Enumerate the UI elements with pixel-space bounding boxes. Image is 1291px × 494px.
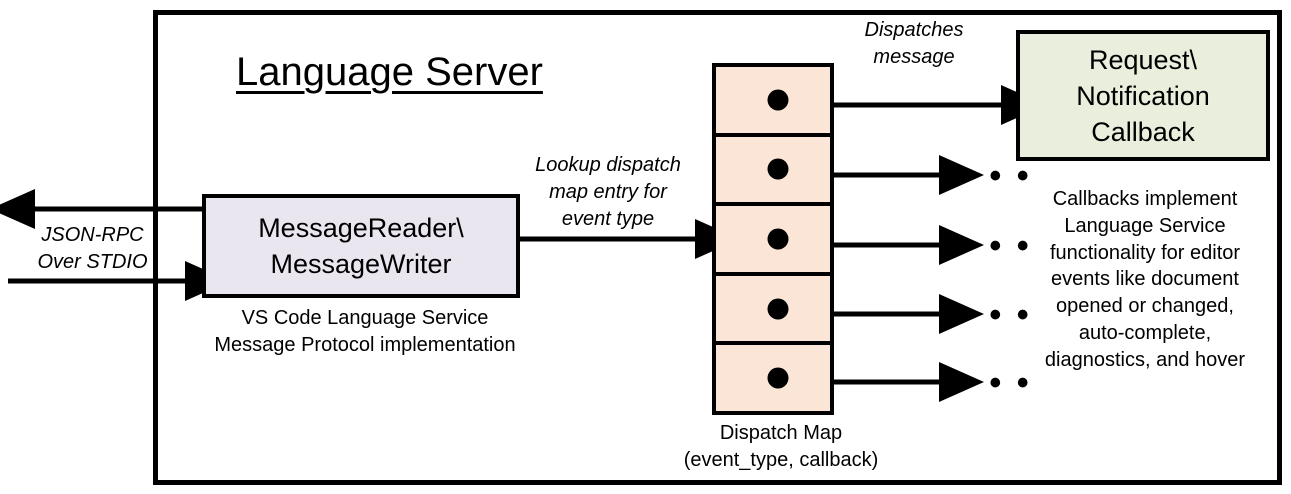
callback-dot-icon: [767, 89, 789, 111]
callback-dot-icon: [767, 367, 789, 389]
callback-dot-icon: [767, 298, 789, 320]
dispatch-map-table[interactable]: [712, 63, 834, 415]
page-title: Language Server: [236, 50, 543, 94]
dispatch-map-row[interactable]: [716, 345, 830, 411]
language-server-frame: [153, 10, 1282, 485]
edge-label-lookup: Lookup dispatch map entry for event type: [535, 154, 681, 230]
message-reader-writer-node[interactable]: MessageReader\ MessageWriter: [202, 194, 520, 298]
dispatch-map-caption: Dispatch Map (event_type, callback): [683, 422, 879, 471]
callback-dot-icon: [767, 158, 789, 180]
request-notification-callback-node[interactable]: Request\ Notification Callback: [1016, 30, 1270, 161]
more-targets-ellipsis: • • •: [962, 157, 1032, 195]
edge-label-jsonrpc: JSON-RPC Over STDIO: [37, 224, 148, 273]
more-targets-ellipsis: • • •: [962, 364, 1032, 402]
message-reader-writer-caption: VS Code Language Service Message Protoco…: [214, 307, 516, 356]
edge-label-dispatches: Dispatches message: [864, 19, 964, 68]
message-reader-writer-label: MessageReader\ MessageWriter: [258, 213, 464, 279]
dispatch-map-row[interactable]: [716, 137, 830, 207]
dispatch-map-row[interactable]: [716, 67, 830, 137]
dispatch-map-row[interactable]: [716, 206, 830, 276]
callback-dot-icon: [767, 228, 789, 250]
dispatch-map-row[interactable]: [716, 276, 830, 346]
callback-description: Callbacks implement Language Service fun…: [1044, 188, 1246, 371]
request-notification-callback-label: Request\ Notification Callback: [1076, 44, 1210, 147]
